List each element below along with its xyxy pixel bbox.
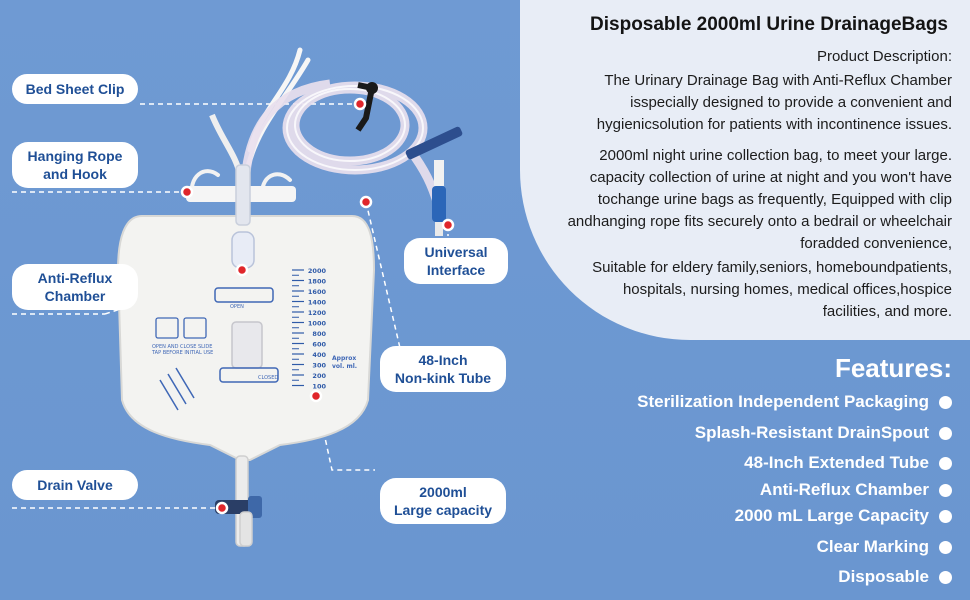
callout-hanging-rope-text-2: and Hook [43,166,107,182]
product-title: Disposable 2000ml Urine DrainageBags [590,14,948,35]
description-line: 2000ml night urine collection bag, to me… [599,147,952,164]
callout-hanging-rope: Hanging Rope and Hook [12,142,138,188]
bag-instruction-2: TAP BEFORE INITIAL USE [151,350,213,356]
bullet-icon [939,540,952,554]
universal-interface [405,126,463,236]
bullet-icon [939,395,952,409]
description-line: hygienicsolution for patients with incon… [596,116,952,133]
description-line: facilities, and more. [822,303,952,320]
callout-universal-text-2: Interface [426,262,486,278]
rope-braid [209,113,243,176]
features-title: Features: [834,353,952,383]
bullet-icon [939,570,952,584]
callout-universal-text-1: Universal [424,244,488,260]
bullet-icon [939,456,952,470]
scale-label: 1200 [308,309,327,317]
scale-label: 800 [312,330,326,338]
callout-tube-text-2: Non-kink Tube [394,370,492,386]
bag-closed-label: CLOSED [258,375,278,381]
markers [180,97,455,515]
description-panel [520,0,970,340]
description-line: foradded convenience, [800,235,952,252]
description-paragraph-2: 2000ml night urine collection bag, to me… [512,145,952,255]
scale-label: 1000 [308,320,327,328]
feature-text: 48-Inch Extended Tube [744,453,929,472]
scale-label: 100 [312,383,326,391]
marker-capacity [309,389,323,403]
description-paragraph-1: The Urinary Drainage Bag with Anti-Reflu… [512,70,952,136]
description-line: capacity collection of urine at night an… [589,169,952,186]
bag-instruction-1: OPEN AND CLOSE SLIDE [152,344,212,350]
marker-universal [441,218,455,232]
feature-text: Anti-Reflux Chamber [759,480,929,499]
description-line: andhanging rope fits securely onto a bed… [567,213,952,230]
feature-item: Sterilization Independent Packaging [637,389,952,415]
callout-hanging-rope-text-1: Hanging Rope [27,148,123,164]
feature-text: Splash-Resistant DrainSpout [694,423,929,442]
description-line: The Urinary Drainage Bag with Anti-Reflu… [604,72,952,89]
bullet-icon [939,426,952,440]
feature-item: 48-Inch Extended Tube [744,450,952,476]
bullet-icon [939,483,952,497]
callout-anti-reflux-text-2: Chamber [44,288,106,304]
callout-anti-reflux: Anti-Reflux Chamber [12,264,138,310]
volume-scale: 2000 1800 1600 1400 1200 1000 800 600 400 300 200 1… [292,267,326,391]
feature-text: Clear Marking [816,537,929,556]
marker-drain-valve [215,501,229,515]
feature-text: 2000 mL Large Capacity [734,506,929,525]
marker-anti-reflux [235,263,249,277]
callout-capacity-text-1: 2000ml [419,484,467,500]
description-line: Product Description: [816,48,952,65]
callout-large-capacity: 2000ml Large capacity [380,478,506,524]
scale-label: 600 [312,341,326,349]
bed-sheet-clip [355,82,376,132]
scale-label: 1400 [308,299,327,307]
marker-bed-sheet-clip [353,97,367,111]
marker-tube [359,195,373,209]
callout-drain-valve-text: Drain Valve [37,477,113,493]
description-line: Suitable for eldery family,seniors, home… [592,259,952,276]
scale-label: 400 [312,351,326,359]
callout-drain-valve: Drain Valve [12,470,138,500]
scale-label: 200 [312,372,326,380]
bag-approx-label: Approx [332,355,356,362]
scale-label: 1800 [308,278,327,286]
feature-item: Anti-Reflux Chamber [760,477,952,503]
callout-capacity-text-2: Large capacity [393,502,493,518]
callout-anti-reflux-text-1: Anti-Reflux [37,270,113,286]
feature-item: Splash-Resistant DrainSpout [695,420,952,446]
feature-text: Disposable [838,567,929,586]
callout-tube-text-1: 48-Inch [418,352,468,368]
description-line: tochange urine bags as frequently, Equip… [597,191,952,208]
description-line: hospitals, nursing homes, medical office… [622,281,952,298]
description-line: isspecially designed to provide a conven… [630,94,952,111]
feature-item: Clear Marking [817,534,952,560]
feature-item: 2000 mL Large Capacity [735,503,952,529]
callout-universal-interface: Universal Interface [404,238,508,284]
callout-non-kink-tube: 48-Inch Non-kink Tube [380,346,506,392]
scale-label: 1600 [308,288,327,296]
callout-bed-sheet-clip-text: Bed Sheet Clip [25,81,125,97]
marker-hanging-rope [180,185,194,199]
drainage-bag: OPEN AND CLOSE SLIDE TAP BEFORE INITIAL … [116,164,376,547]
description-paragraph-0: Product Description: [512,46,952,68]
bag-vol-label: vol. ml. [332,363,357,370]
description-paragraph-3: Suitable for eldery family,seniors, home… [512,257,952,323]
callout-bed-sheet-clip: Bed Sheet Clip [12,74,138,104]
scale-label: 2000 [308,267,327,275]
scale-label: 300 [312,362,326,370]
product-diagram: OPEN AND CLOSE SLIDE TAP BEFORE INITIAL … [12,47,463,547]
bag-open-label: OPEN [230,304,244,310]
feature-item: Disposable [838,564,952,590]
feature-text: Sterilization Independent Packaging [637,392,929,411]
bullet-icon [939,509,952,523]
